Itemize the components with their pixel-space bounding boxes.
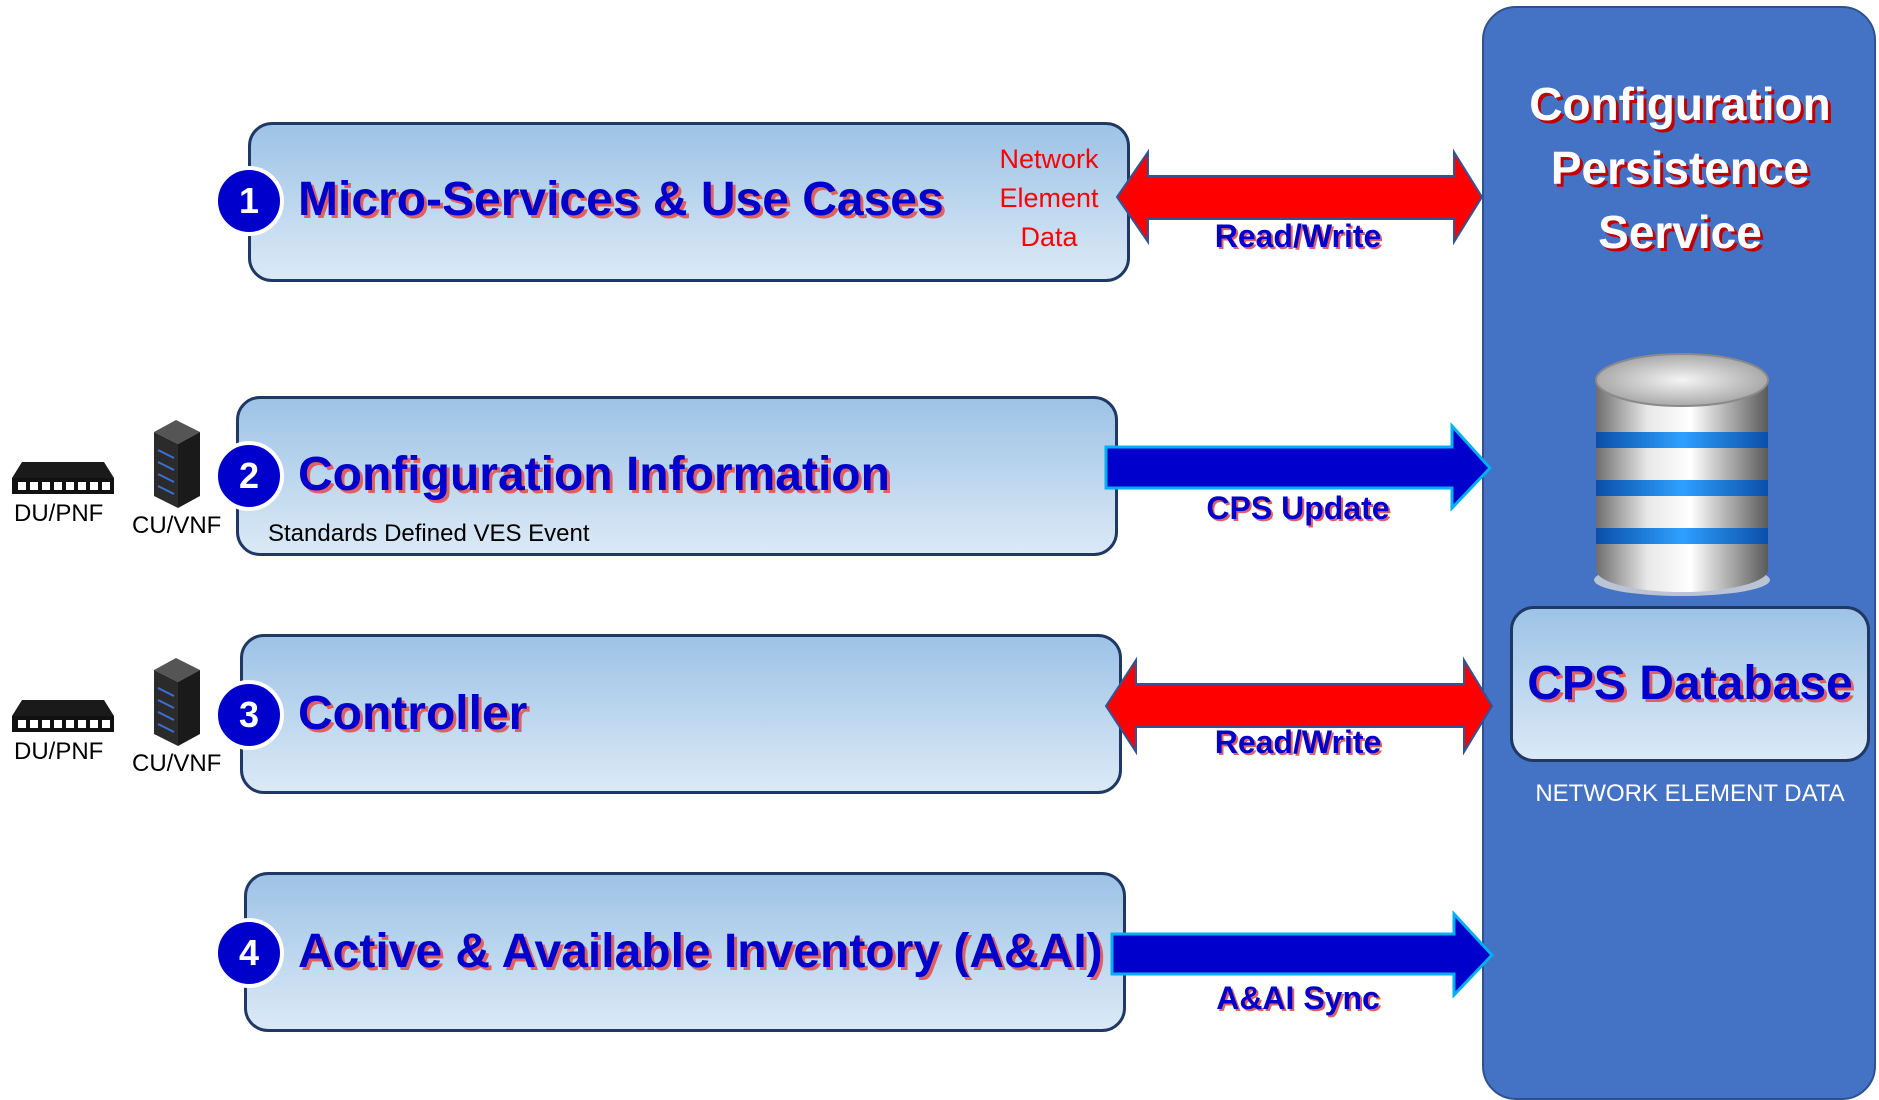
panel-title-line-2: Persistence	[1550, 142, 1810, 194]
row-4-number-badge: 4	[214, 918, 284, 988]
row-3-box	[240, 634, 1122, 794]
note-line-3: Data	[1020, 222, 1078, 252]
note-line-2: Element	[999, 183, 1099, 213]
cps-database-box	[1510, 606, 1870, 762]
arrows-layer	[1104, 148, 1495, 999]
row-3-arrow-label: Read/Write	[1214, 724, 1382, 760]
cu-vnf-label-row-2: CU/VNF	[132, 512, 222, 539]
network-element-data-caption: NETWORK ELEMENT DATA	[1535, 780, 1845, 807]
du-pnf-label-row-3: DU/PNF	[14, 738, 104, 765]
database-icon	[1594, 353, 1770, 596]
cu-vnf-label-row-3: CU/VNF	[132, 750, 222, 777]
du-pnf-label-row-2: DU/PNF	[14, 500, 104, 527]
cu-vnf-server-icon-row-3	[154, 658, 200, 746]
network-element-data-note: Network Element Data	[984, 140, 1114, 257]
row-1-number-badge: 1	[214, 166, 284, 236]
panel-title: Configuration Persistence Service	[1482, 72, 1878, 264]
row-2-number-badge: 2	[214, 441, 284, 511]
row-3-title: Controller	[298, 687, 528, 740]
row-3-bidirectional-arrow	[1104, 656, 1494, 756]
row-4-title: Active & Available Inventory (A&AI)	[298, 925, 1103, 978]
row-2-right-arrow	[1104, 422, 1493, 512]
row-4-right-arrow	[1110, 910, 1495, 999]
panel-title-line-3: Service	[1598, 206, 1762, 258]
cu-vnf-server-icon-row-2	[154, 420, 200, 508]
row-1-title: Micro-Services & Use Cases	[298, 173, 944, 226]
cps-database-label: CPS Database	[1527, 657, 1853, 710]
row-2-arrow-label: CPS Update	[1206, 490, 1390, 526]
row-3-number-badge: 3	[214, 680, 284, 750]
cps-architecture-diagram: Configuration Persistence Service	[12, 6, 1878, 1100]
row-4-box	[244, 872, 1126, 1032]
note-line-1: Network	[999, 144, 1099, 174]
du-pnf-switch-icon-row-3	[12, 700, 114, 732]
row-1-bidirectional-arrow	[1115, 148, 1484, 246]
row-1-box	[248, 122, 1130, 282]
row-4-arrow-label: A&AI Sync	[1216, 980, 1380, 1016]
row-2-title: Configuration Information	[298, 448, 890, 501]
row-2-box	[236, 396, 1118, 556]
du-pnf-switch-icon-row-2	[12, 462, 114, 494]
panel-title-line-1: Configuration	[1529, 78, 1831, 130]
row-1-arrow-label: Read/Write	[1214, 218, 1382, 254]
row-2-subtitle: Standards Defined VES Event	[268, 520, 590, 547]
device-icons-layer	[12, 420, 200, 746]
